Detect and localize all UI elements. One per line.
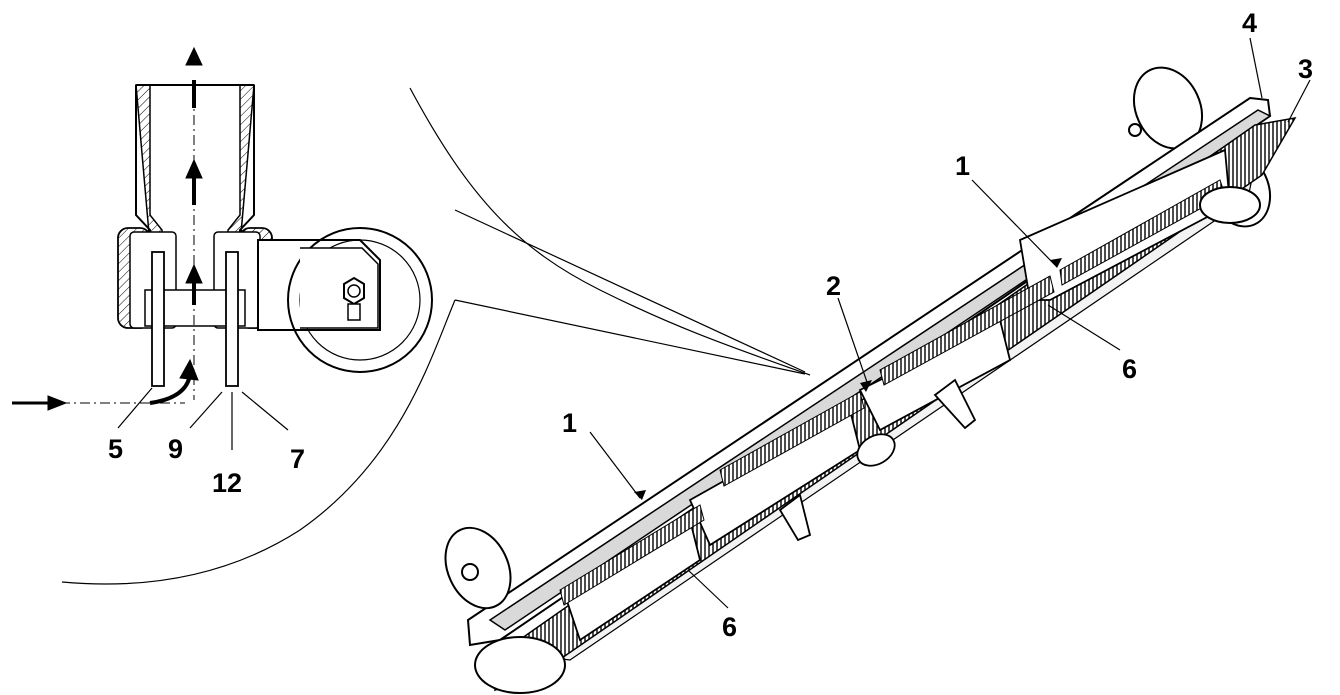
label-6-right: 6 (1122, 354, 1137, 384)
label-1-upper: 1 (955, 151, 970, 181)
flow-arrows (12, 46, 203, 411)
callout-labels-main: 4 3 1 2 6 1 6 (562, 8, 1313, 642)
label-9: 9 (168, 434, 183, 464)
label-12: 12 (212, 468, 242, 498)
label-1-lower: 1 (562, 408, 577, 438)
label-3: 3 (1298, 54, 1313, 84)
callout-labels-detail: 5 9 12 7 (108, 434, 305, 498)
detail-magnifier (61, 87, 811, 585)
brush-bar-assembly (444, 37, 1311, 694)
label-7: 7 (290, 444, 305, 474)
label-4: 4 (1242, 8, 1257, 38)
cross-section-detail: 5 9 12 7 (12, 46, 433, 498)
label-5: 5 (108, 434, 123, 464)
label-2: 2 (826, 271, 841, 301)
label-6-lower: 6 (722, 612, 737, 642)
